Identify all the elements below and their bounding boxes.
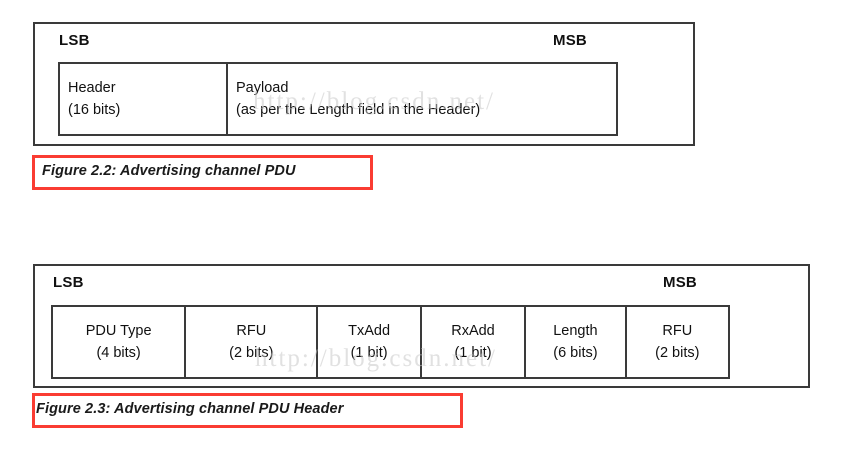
figure-2-2-field-table: Header (16 bits) Payload (as per the Len… (58, 62, 618, 136)
figure-2-3-endian-row: LSB MSB (35, 274, 808, 300)
field-size-length: (6 bits) (553, 345, 598, 361)
figure-2-2-caption: Figure 2.2: Advertising channel PDU (42, 163, 296, 179)
field-size-payload: (as per the Length field in the Header) (236, 102, 481, 118)
field-name-rfu-2: RFU (662, 323, 693, 339)
figure-2-3-msb-label: MSB (663, 274, 697, 291)
field-cell-rxadd: RxAdd (1 bit) (422, 307, 527, 377)
figure-2-2-endian-row: LSB MSB (35, 32, 693, 58)
field-size-rfu-2: (2 bits) (655, 345, 700, 361)
field-cell-rfu-1: RFU (2 bits) (186, 307, 319, 377)
figure-2-2-lsb-label: LSB (59, 32, 90, 49)
field-name-length: Length (553, 323, 598, 339)
field-cell-length: Length (6 bits) (526, 307, 627, 377)
field-size-header: (16 bits) (68, 102, 121, 118)
figure-2-3-field-table: PDU Type (4 bits) RFU (2 bits) TxAdd (1 … (51, 305, 730, 379)
field-cell-header: Header (16 bits) (60, 64, 228, 134)
figure-2-3-caption: Figure 2.3: Advertising channel PDU Head… (36, 401, 344, 417)
figure-2-2-outer-frame: LSB MSB (33, 22, 695, 146)
field-cell-txadd: TxAdd (1 bit) (318, 307, 422, 377)
field-cell-rfu-2: RFU (2 bits) (627, 307, 728, 377)
field-cell-payload: Payload (as per the Length field in the … (228, 64, 616, 134)
field-name-payload: Payload (236, 80, 289, 96)
field-name-pdu-type: PDU Type (85, 323, 152, 339)
field-size-rxadd: (1 bit) (454, 345, 492, 361)
field-size-rfu-1: (2 bits) (229, 345, 274, 361)
field-name-header: Header (68, 80, 116, 96)
field-cell-pdu-type: PDU Type (4 bits) (53, 307, 187, 377)
field-name-rxadd: RxAdd (451, 323, 495, 339)
field-name-txadd: TxAdd (348, 323, 391, 339)
field-name-rfu-1: RFU (236, 323, 267, 339)
figure-2-3-lsb-label: LSB (53, 274, 84, 291)
field-size-pdu-type: (4 bits) (96, 345, 141, 361)
figure-2-2-msb-label: MSB (553, 32, 587, 49)
field-size-txadd: (1 bit) (350, 345, 388, 361)
